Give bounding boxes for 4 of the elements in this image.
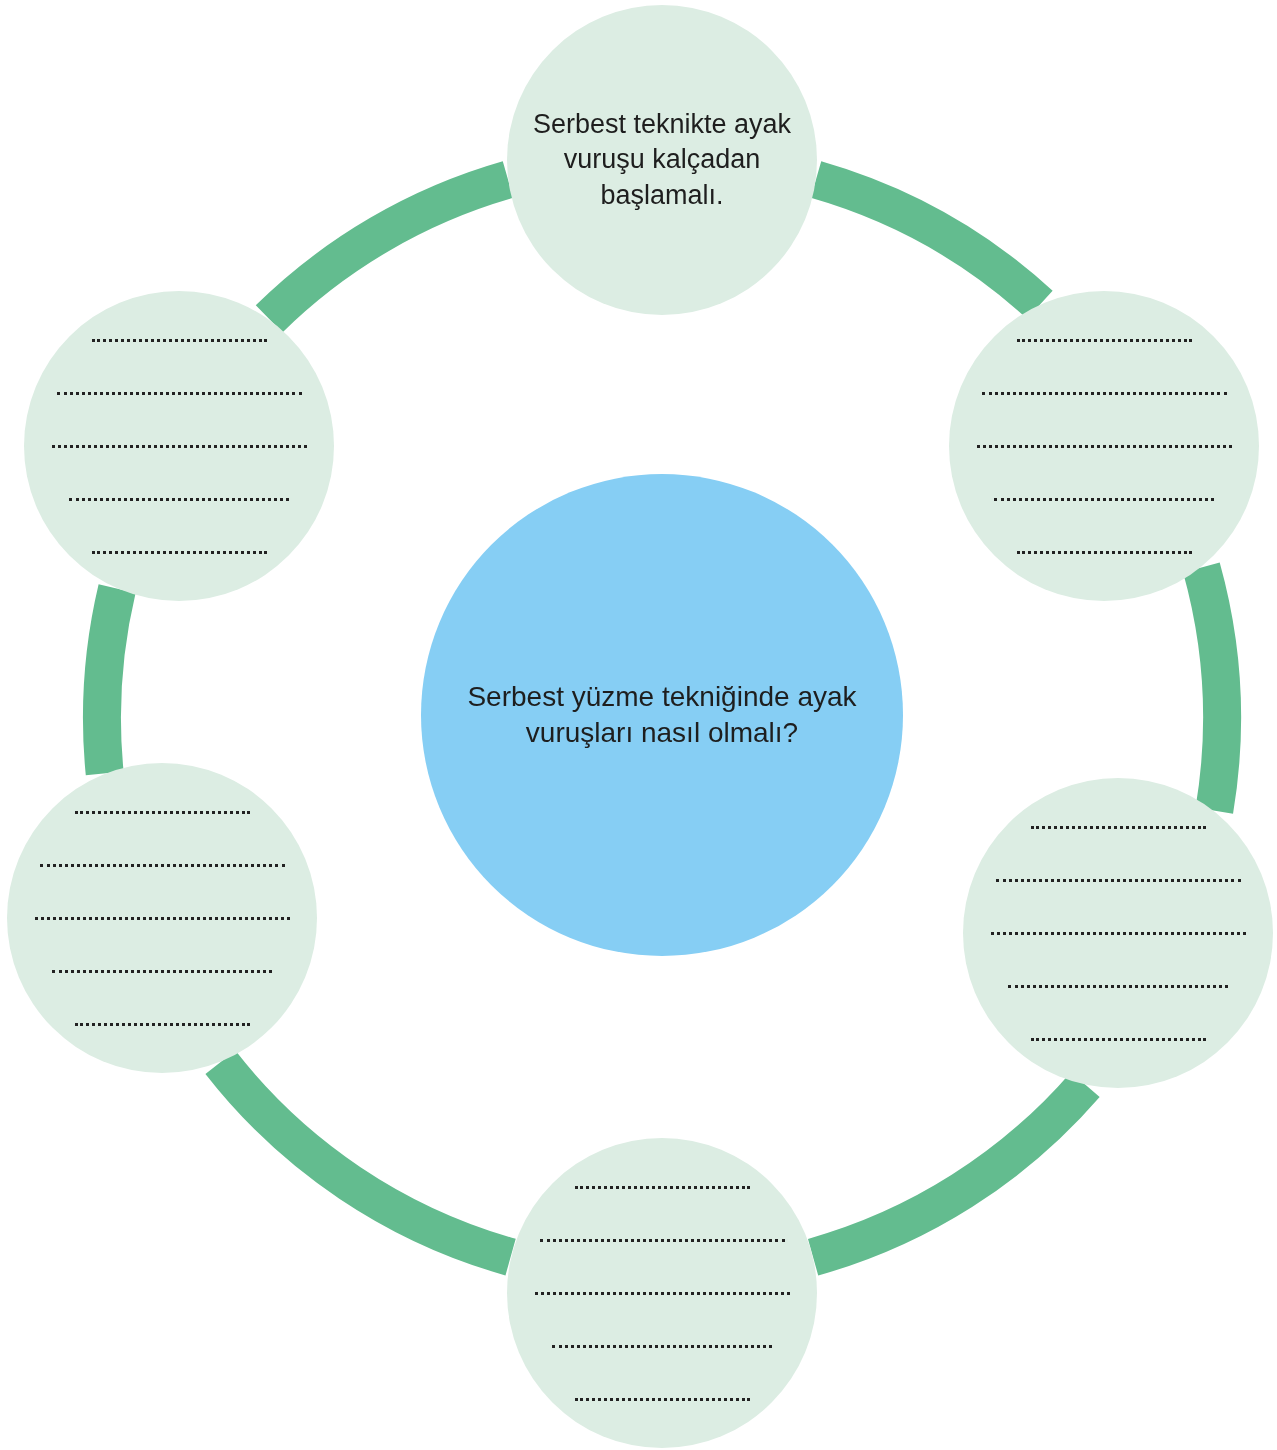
circle-text: Serbest yüzme tekniğinde ayak vuruşları nasıl olmalı? <box>466 679 858 750</box>
circle-text: Serbest teknikte ayak vuruşu kalçadan başlamalı. <box>531 108 793 212</box>
connector-arc <box>83 585 136 775</box>
connector-arc <box>1182 563 1241 813</box>
